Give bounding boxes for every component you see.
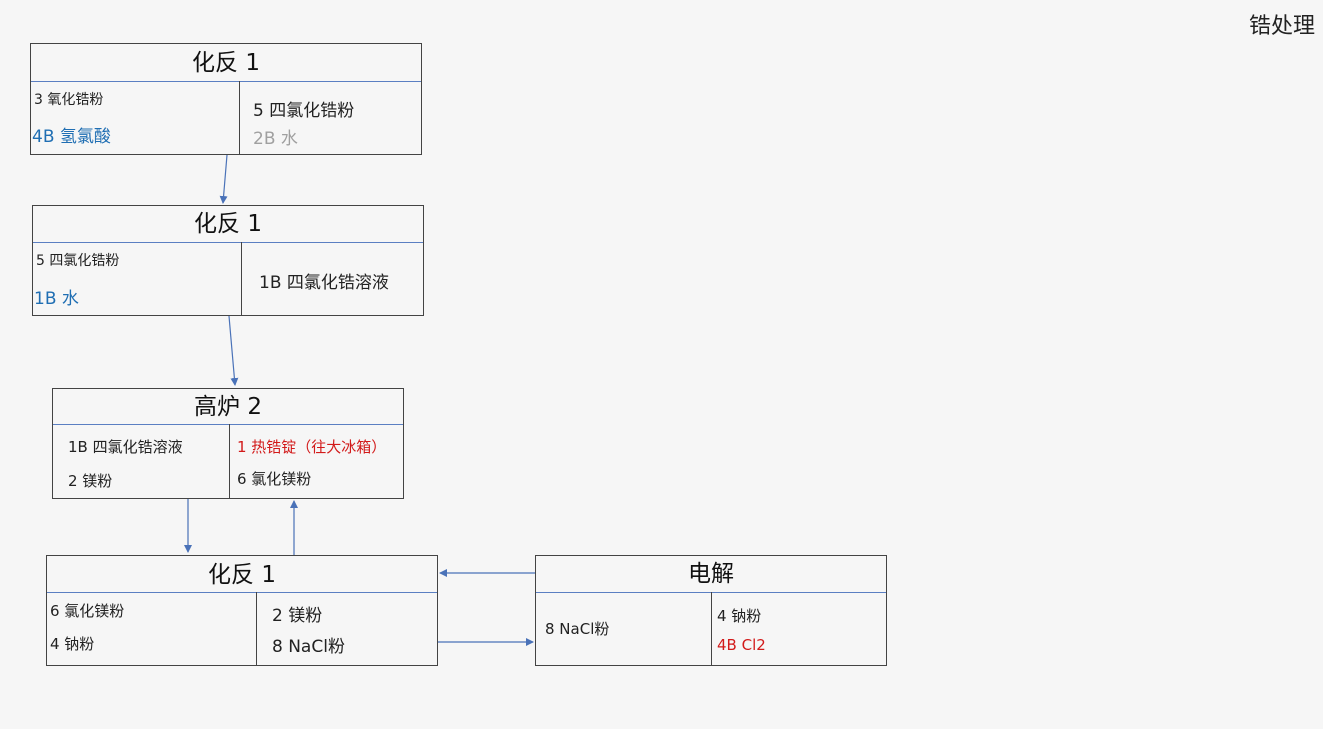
box-title: 化反 1 <box>31 44 421 82</box>
column-divider <box>256 592 257 665</box>
input-item: 1B 四氯化锆溶液 <box>68 438 183 456</box>
input-item: 2 镁粉 <box>68 472 113 490</box>
output-item: 1 热锆锭（往大冰箱） <box>237 438 387 456</box>
output-item: 1B 四氯化锆溶液 <box>259 273 389 293</box>
output-item: 2B 水 <box>253 129 298 149</box>
input-item: 5 四氯化锆粉 <box>36 253 120 269</box>
box-title: 化反 1 <box>47 556 437 593</box>
reactor-box-3: 化反 1 6 氯化镁粉 4 钠粉 2 镁粉 8 NaCl粉 <box>46 555 438 666</box>
input-item: 1B 水 <box>34 289 79 309</box>
column-divider <box>711 592 712 665</box>
box-title: 高炉 2 <box>53 389 403 425</box>
input-item: 8 NaCl粉 <box>545 620 610 638</box>
output-item: 6 氯化镁粉 <box>237 470 312 488</box>
furnace-box: 高炉 2 1B 四氯化锆溶液 2 镁粉 1 热锆锭（往大冰箱） 6 氯化镁粉 <box>52 388 404 499</box>
box-title: 化反 1 <box>33 206 423 243</box>
column-divider <box>239 81 240 154</box>
input-item: 6 氯化镁粉 <box>50 602 125 620</box>
reactor-box-2: 化反 1 5 四氯化锆粉 1B 水 1B 四氯化锆溶液 <box>32 205 424 316</box>
input-item: 4 钠粉 <box>50 635 95 653</box>
output-item: 4 钠粉 <box>717 607 762 625</box>
reactor-box-1: 化反 1 3 氧化锆粉 4B 氢氯酸 5 四氯化锆粉 2B 水 <box>30 43 422 155</box>
input-item: 4B 氢氯酸 <box>32 127 111 147</box>
input-item: 3 氧化锆粉 <box>34 92 104 108</box>
arrow-box2-to-box3 <box>228 315 239 386</box>
output-item: 8 NaCl粉 <box>272 637 345 657</box>
electrolysis-box: 电解 8 NaCl粉 4 钠粉 4B Cl2 <box>535 555 887 666</box>
page-title: 锆处理 <box>1248 14 1315 39</box>
column-divider <box>241 242 242 315</box>
output-item: 2 镁粉 <box>272 606 323 626</box>
output-item: 4B Cl2 <box>717 636 766 654</box>
arrow-box1-to-box2 <box>219 154 228 204</box>
output-item: 5 四氯化锆粉 <box>253 101 355 121</box>
column-divider <box>229 424 230 498</box>
